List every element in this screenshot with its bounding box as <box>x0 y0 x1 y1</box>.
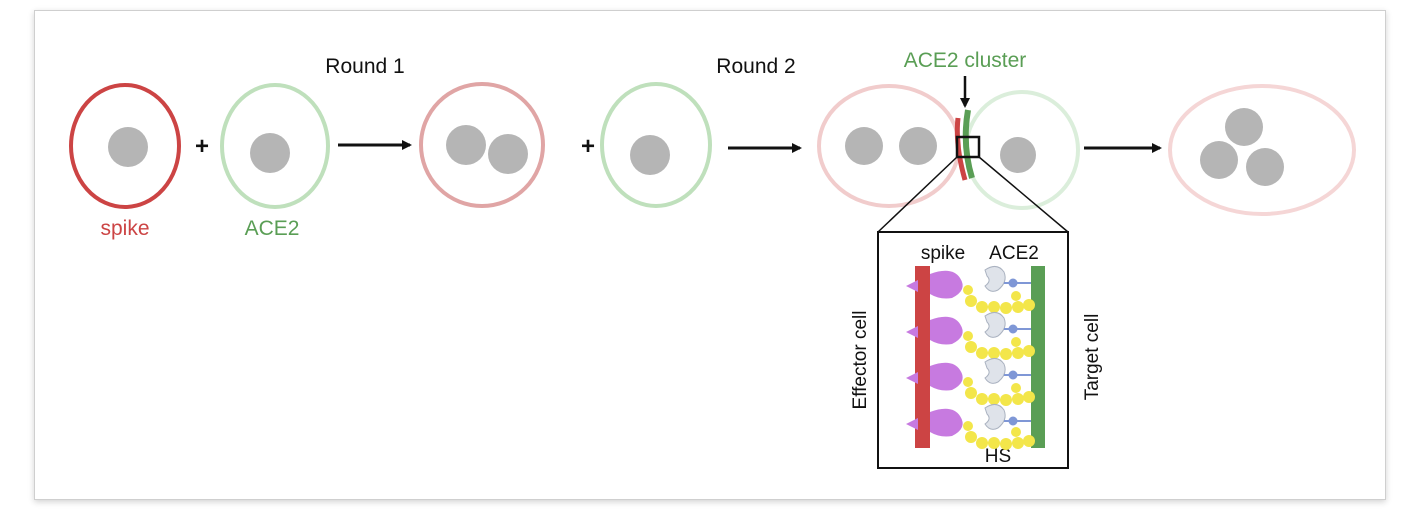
round-2-label: Round 2 <box>716 55 795 78</box>
nucleus <box>1000 137 1036 173</box>
ace2-receptors <box>984 266 1031 430</box>
zoom-box <box>955 135 981 159</box>
ace2-cluster-label: ACE2 cluster <box>904 49 1027 72</box>
fusing-cells <box>817 84 1080 210</box>
fused-cell-two-nuclei <box>419 82 545 208</box>
ace2-membrane-contact <box>962 109 975 179</box>
spike-label: spike <box>100 217 149 240</box>
nucleus <box>1200 141 1238 179</box>
nucleus <box>899 127 937 165</box>
inset-ace2-label: ACE2 <box>989 243 1039 264</box>
nucleus <box>1225 108 1263 146</box>
target-cell-label: Target cell <box>1082 314 1103 401</box>
interface-inset: spike ACE2 Effector cell Target cell HS <box>850 231 1103 469</box>
nucleus <box>250 133 290 173</box>
round-1-label: Round 1 <box>325 55 404 78</box>
zoom-line-right <box>978 156 1069 233</box>
hs-label: HS <box>985 446 1011 467</box>
plus-sign-1: + <box>195 133 209 160</box>
nucleus <box>1246 148 1284 186</box>
ace2-label: ACE2 <box>245 217 300 240</box>
nucleus <box>630 135 670 175</box>
spike-cell <box>69 83 181 209</box>
nucleus <box>446 125 486 165</box>
spike-proteins <box>906 270 963 437</box>
nucleus <box>108 127 148 167</box>
zoom-line-left <box>877 156 958 233</box>
ace2-cell-round-2 <box>600 82 712 208</box>
heparan-sulfate-chains <box>963 285 1035 450</box>
effector-cell-label: Effector cell <box>850 311 871 410</box>
nucleus <box>845 127 883 165</box>
inset-spike-label: spike <box>921 243 965 264</box>
ace2-cell <box>220 83 330 209</box>
syncytium-three-nuclei <box>1168 84 1356 216</box>
plus-sign-2: + <box>581 133 595 160</box>
effector-membrane <box>915 266 930 448</box>
nucleus <box>488 134 528 174</box>
target-membrane <box>1031 266 1045 448</box>
